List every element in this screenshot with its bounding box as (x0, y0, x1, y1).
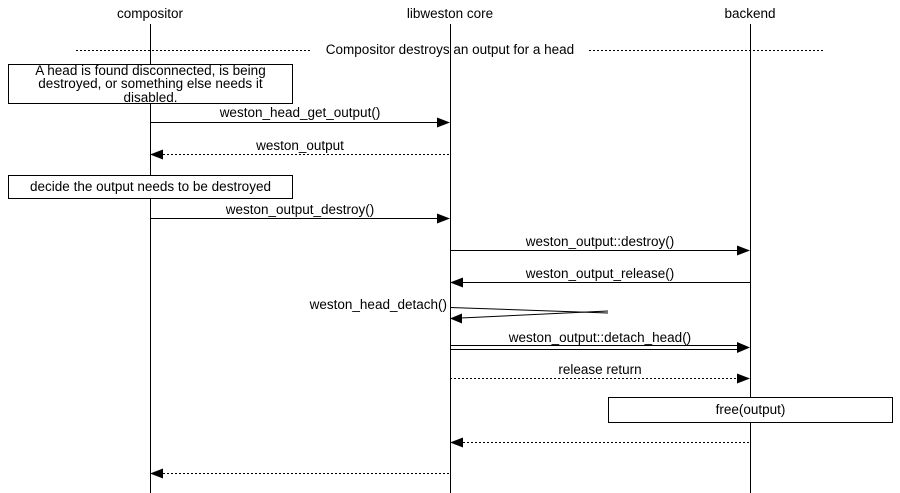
arrowhead-left-10 (150, 468, 163, 479)
message-label-weston-head-detach: weston_head_detach() (309, 297, 447, 312)
message-label-weston-output-destroy-vfn: weston_output::destroy() (525, 234, 675, 249)
actor-libweston-core: libweston core (406, 6, 494, 21)
arrowhead-right-4 (737, 245, 750, 256)
arrowhead-left-2 (150, 149, 163, 160)
arrowhead-right-8 (737, 373, 750, 384)
arrowhead-right-3 (437, 213, 450, 224)
message-label-weston-output: weston_output (256, 138, 344, 153)
arrowhead-left-9 (450, 437, 463, 448)
arrowhead-right-1 (437, 117, 450, 128)
self-message-bottom-line (449, 310, 609, 319)
note-head-disconnected: A head is found disconnected, is being d… (8, 64, 293, 104)
note-free-output: free(output) (608, 397, 893, 423)
message-label-release-return: release return (558, 362, 642, 377)
arrowhead-left-5 (450, 277, 463, 288)
actor-compositor: compositor (116, 6, 184, 21)
note-decide-destroy: decide the output needs to be destroyed (8, 175, 293, 199)
arrowhead-left-6 (450, 313, 462, 324)
message-label-weston-output-destroy: weston_output_destroy() (225, 202, 375, 217)
actor-backend: backend (724, 6, 776, 21)
divider-title: Compositor destroys an output for a head (325, 42, 575, 57)
message-label-weston-output-release: weston_output_release() (525, 266, 675, 281)
message-label-weston-output-detach-head: weston_output::detach_head() (508, 330, 692, 345)
arrowhead-right-7 (737, 342, 750, 353)
message-label-weston-head-get-output: weston_head_get_output() (219, 105, 381, 120)
